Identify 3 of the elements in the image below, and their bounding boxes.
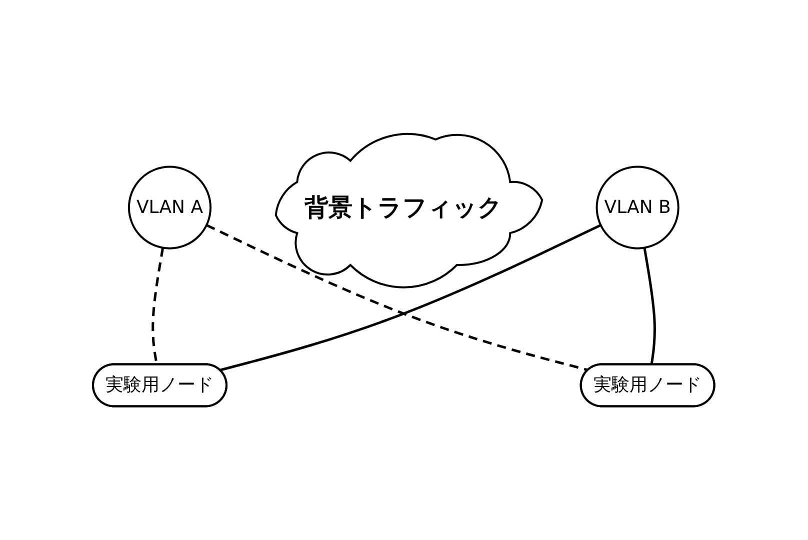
node-circle: VLAN A <box>128 166 212 250</box>
node-circle: VLAN B <box>596 166 680 250</box>
connector <box>644 247 656 365</box>
